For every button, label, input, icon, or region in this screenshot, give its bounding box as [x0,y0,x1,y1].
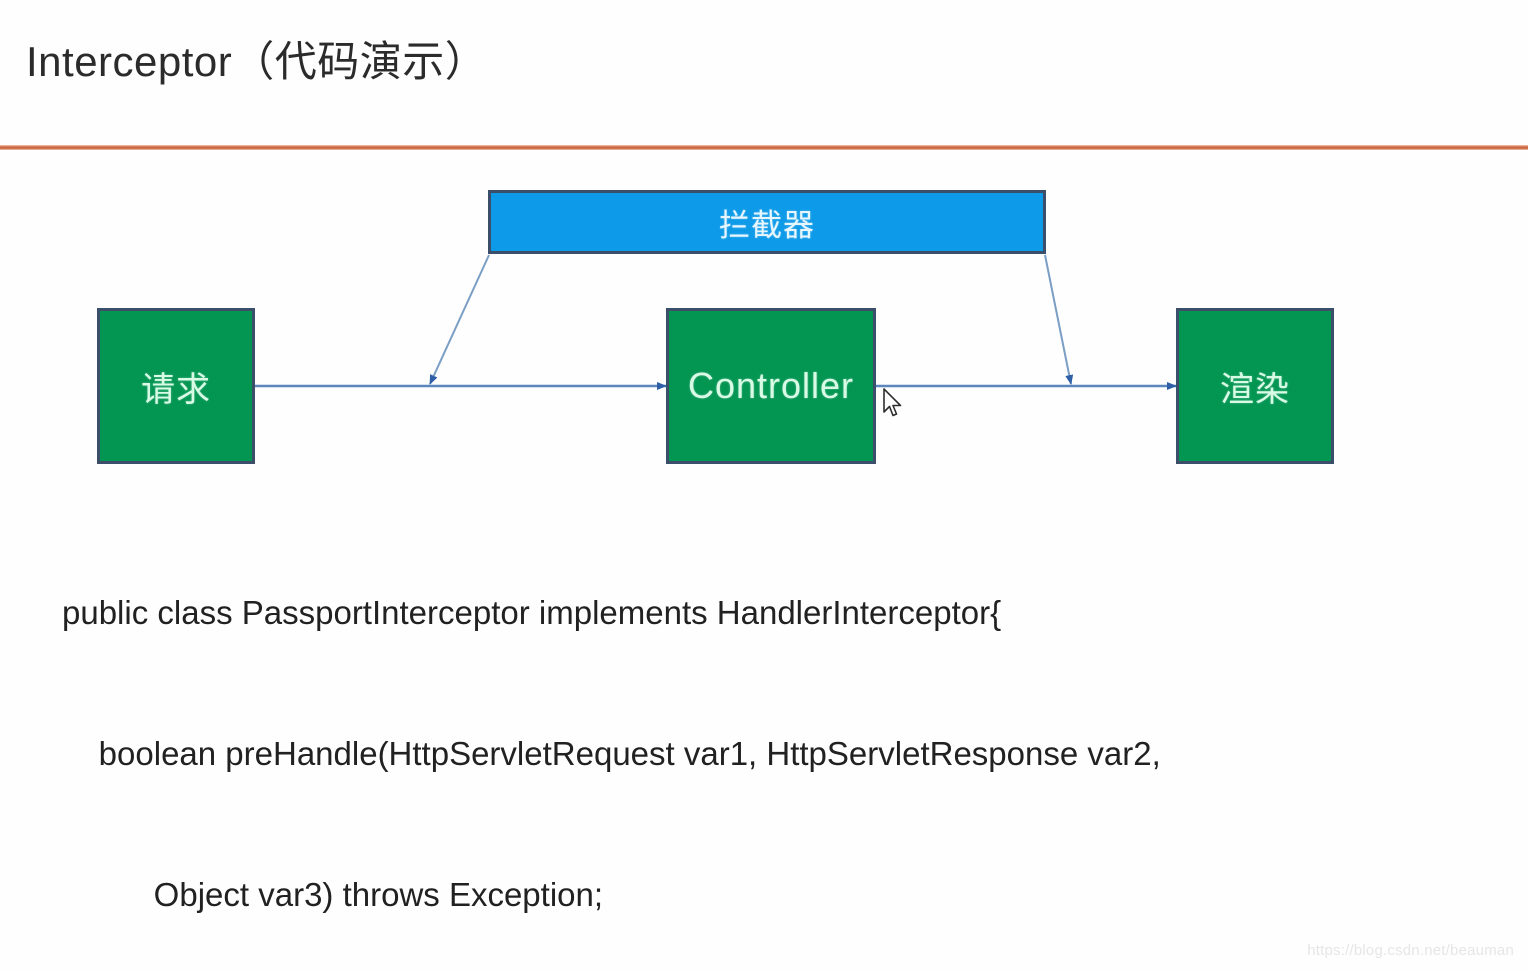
code-line: boolean preHandle(HttpServletRequest var… [62,735,1161,772]
flow-diagram: 拦截器 请求 Controller 渲染 [0,148,1528,498]
diagram-connectors [255,254,1177,390]
code-line: Object var3) throws Exception; [62,876,604,913]
edge-interceptor-prehandle [429,254,490,385]
title-bar: Interceptor（代码演示） [0,0,1528,150]
watermark: https://blog.csdn.net/beauman [1307,942,1514,959]
diagram-node-request[interactable]: 请求 [97,308,255,464]
title-divider-rule [0,145,1528,150]
diagram-node-render[interactable]: 渲染 [1176,308,1334,464]
code-listing: public class PassportInterceptor impleme… [0,495,1528,971]
code-line: public class PassportInterceptor impleme… [62,594,1002,631]
edge-interceptor-posthandle [1044,254,1074,385]
diagram-node-controller[interactable]: Controller [666,308,876,464]
diagram-node-interceptor[interactable]: 拦截器 [488,190,1046,254]
page-title: Interceptor（代码演示） [26,38,488,85]
